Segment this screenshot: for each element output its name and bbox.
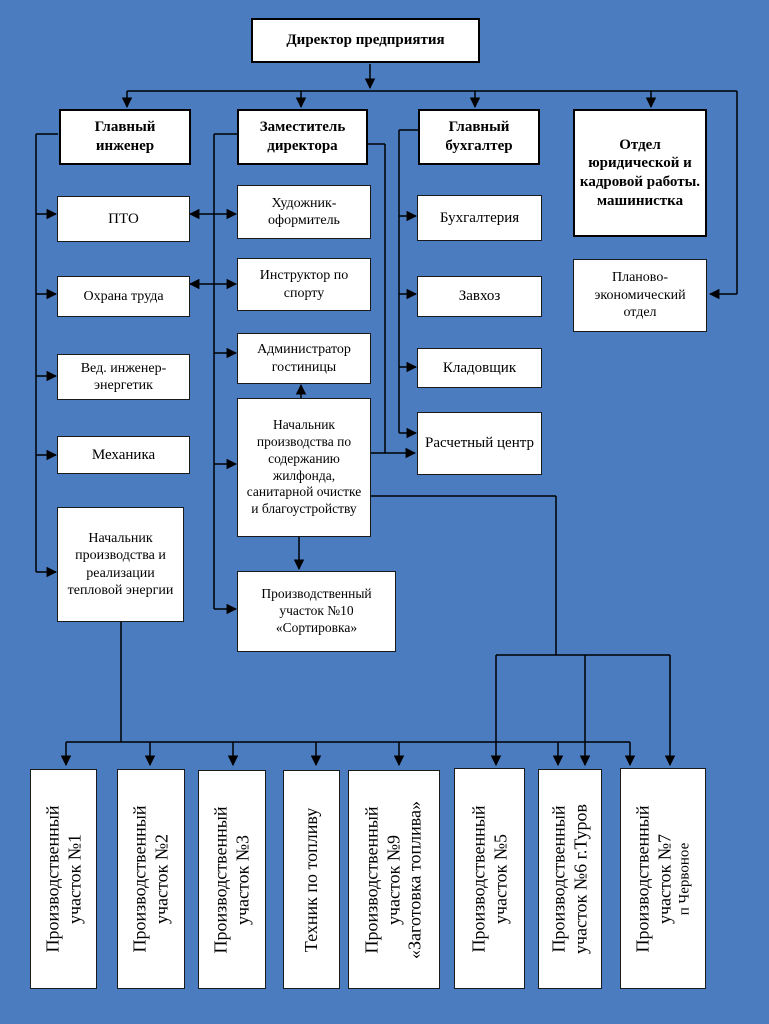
fuel-technician-label: Техник по топливу [300,807,321,952]
sport-instructor-box: Инструктор по спорту [237,258,371,311]
heat-production-head-label: Начальник производства и реализации тепл… [67,530,174,599]
planning-dept-box: Планово-экономический отдел [573,259,707,332]
storekeeper-box: Кладовщик [417,348,542,388]
housing-head-label: Начальник производства по содержанию жил… [246,416,362,517]
legal-hr-label: Отдел юридической и кадровой работы. маш… [579,136,701,209]
hotel-admin-box: Администратор гостиницы [237,333,371,384]
designer-label: Художник-оформитель [268,195,340,229]
accounting-label: Бухгалтерия [439,209,520,226]
deputy-director-label: Заместитель директора [259,119,346,154]
heat-production-head-box: Начальник производства и реализации тепл… [57,507,184,622]
settlement-center-box: Расчетный центр [417,412,542,475]
pto-box: ПТО [57,196,190,242]
labor-safety-box: Охрана труда [57,276,190,317]
supply-box: Завхоз [417,276,542,317]
hotel-admin-label: Администратор гостиницы [257,342,351,375]
mechanics-box: Механика [57,436,190,474]
labor-safety-label: Охрана труда [83,288,164,304]
mechanics-label: Механика [91,446,156,463]
accounting-box: Бухгалтерия [417,195,542,241]
chief-accountant-box: Главный бухгалтер [418,109,540,165]
director-label: Директор предприятия [286,32,445,49]
site10-box: Производственный участок №10 «Сортировка… [237,571,396,652]
chief-accountant-label: Главный бухгалтер [445,119,513,154]
chief-engineer-box: Главный инженер [59,109,191,165]
deputy-director-box: Заместитель директора [237,109,368,165]
chief-engineer-label: Главный инженер [94,119,156,154]
fuel-technician-box: Техник по топливу [283,770,340,989]
site10-label: Производственный участок №10 «Сортировка… [261,586,372,635]
designer-box: Художник-оформитель [237,185,371,239]
settlement-center-label: Расчетный центр [425,435,534,452]
supply-label: Завхоз [458,288,501,305]
housing-head-box: Начальник производства по содержанию жил… [237,398,371,537]
legal-hr-box: Отдел юридической и кадровой работы. маш… [573,109,707,237]
pto-label: ПТО [108,210,139,227]
lead-engineer-box: Вед. инженер-энергетик [57,354,190,400]
lead-engineer-label: Вед. инженер-энергетик [80,360,167,394]
planning-dept-label: Планово-экономический отдел [594,270,686,321]
sport-instructor-label: Инструктор по спорту [259,268,349,301]
director-box: Директор предприятия [251,18,480,63]
storekeeper-label: Кладовщик [442,359,517,376]
